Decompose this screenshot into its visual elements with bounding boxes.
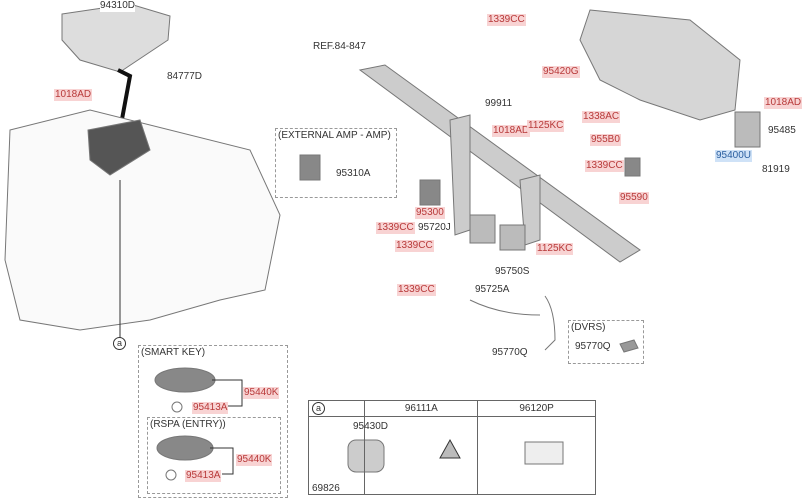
part-label[interactable]: 84777D	[167, 71, 203, 82]
part-label-selected[interactable]: 95400U	[715, 150, 753, 162]
part-label[interactable]: 95750S	[495, 266, 530, 277]
table-cell-96111a[interactable]	[364, 416, 479, 495]
group-title: (EXTERNAL AMP - AMP)	[278, 130, 391, 141]
part-label[interactable]: 81919	[762, 164, 790, 175]
reference-label[interactable]: REF.84-847	[313, 41, 366, 52]
callout-a: a	[113, 337, 126, 350]
callout-circle: a	[113, 337, 126, 350]
table-header[interactable]: 96111A	[364, 400, 479, 417]
part-label[interactable]: 1018AD	[54, 89, 93, 101]
part-label[interactable]: 1018AD	[764, 97, 803, 109]
table-header-a: a	[307, 400, 366, 417]
table-header[interactable]: 96120P	[477, 400, 596, 417]
part-label[interactable]: 95725A	[475, 284, 510, 295]
part-label[interactable]: 95440K	[243, 387, 280, 399]
group-title: (SMART KEY)	[141, 347, 206, 358]
part-label[interactable]: 95310A	[336, 168, 371, 179]
dvrs-group: (DVRS) 95770Q	[568, 320, 644, 364]
part-label[interactable]: 69826	[312, 483, 340, 494]
dashboard-outline	[4, 109, 281, 331]
part-label[interactable]: 1339CC	[585, 160, 624, 172]
module-95400u	[734, 111, 761, 148]
part-label[interactable]: 95420G	[542, 66, 580, 78]
part-label[interactable]: 1125KC	[536, 243, 574, 255]
part-label[interactable]: 95770Q	[492, 347, 528, 358]
pointer-arrow	[117, 68, 133, 131]
rspa-group: (RSPA (ENTRY)) 95440K 95413A	[147, 417, 281, 494]
table-cell-96120p[interactable]	[477, 416, 596, 495]
part-label[interactable]: 95413A	[192, 402, 229, 414]
part-label[interactable]: 1339CC	[397, 284, 436, 296]
cluster-unit	[87, 119, 151, 176]
table-cell-a: 95430D 69826	[307, 416, 388, 495]
part-label[interactable]: 95590	[619, 192, 649, 204]
part-label[interactable]: 1339CC	[487, 14, 526, 26]
part-label[interactable]: 1338AC	[582, 111, 621, 123]
group-title: (DVRS)	[571, 322, 606, 333]
part-label[interactable]: 95300	[415, 207, 445, 219]
part-label[interactable]: 1018AD	[492, 125, 531, 137]
parts-table: a 96111A 96120P 95430D 69826	[307, 400, 596, 495]
head-unit-module	[61, 3, 171, 73]
hvac-unit	[579, 9, 741, 121]
part-label[interactable]: 955B0	[590, 134, 621, 146]
part-label[interactable]: 1339CC	[376, 222, 415, 234]
part-label[interactable]: 1339CC	[395, 240, 434, 252]
part-label[interactable]: 94310D	[100, 0, 136, 12]
part-label[interactable]: 99911	[485, 98, 513, 109]
external-amp-group: (EXTERNAL AMP - AMP) 95310A	[275, 128, 397, 198]
part-label[interactable]: 95720J	[418, 222, 451, 233]
part-label[interactable]: 95485	[768, 125, 796, 136]
part-label[interactable]: 95430D	[353, 421, 389, 432]
part-label[interactable]: 95440K	[236, 454, 273, 466]
callout-circle: a	[312, 402, 325, 415]
smart-key-group: (SMART KEY) 95440K 95413A	[138, 345, 288, 498]
part-label[interactable]: 1125KC	[527, 120, 565, 132]
part-label[interactable]: 95770Q	[575, 341, 611, 352]
group-title: (RSPA (ENTRY))	[150, 419, 226, 430]
part-label[interactable]: 95413A	[185, 470, 222, 482]
